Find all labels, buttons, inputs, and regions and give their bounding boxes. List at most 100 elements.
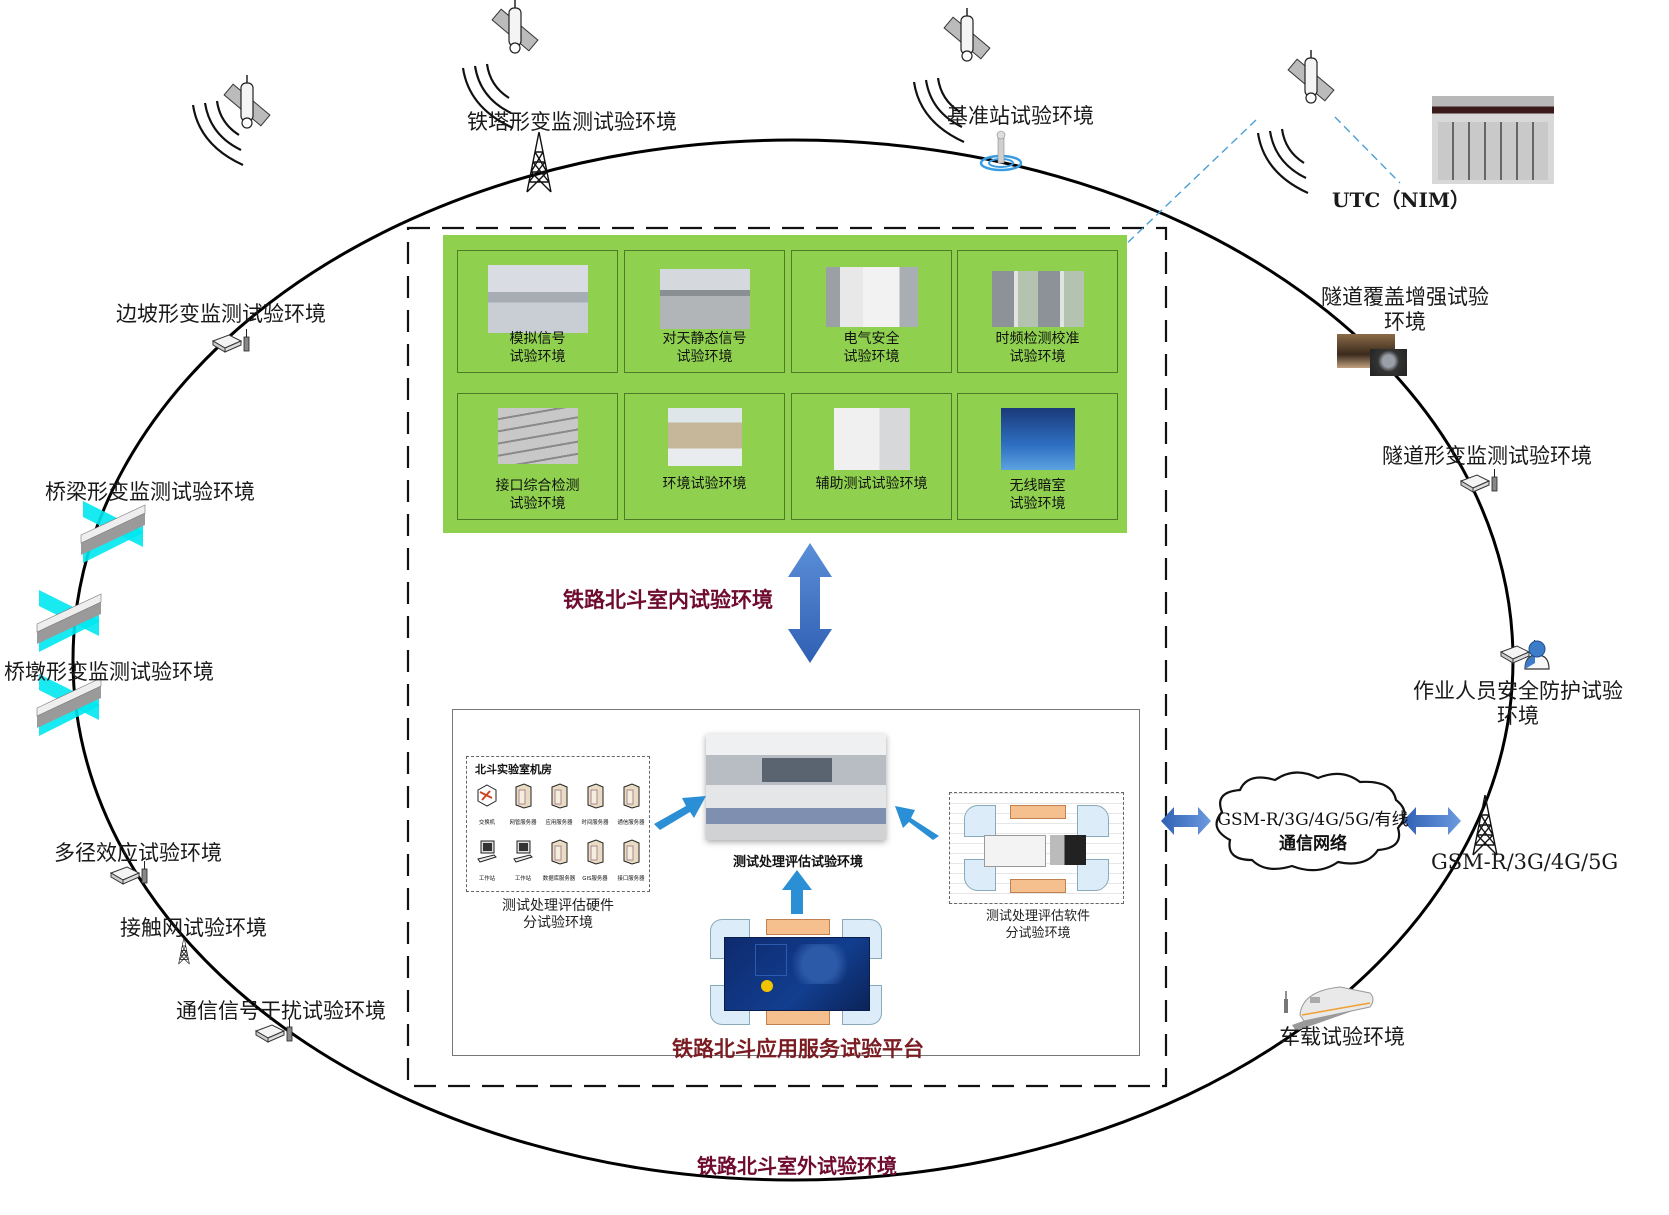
server-icon [515,783,532,809]
server-device: 时间服务器 [577,783,613,826]
gsm-tower-label: GSM-R/3G/4G/5G [1431,850,1619,874]
time-link-line [1119,119,1257,251]
outdoor-env-label: 桥梁形变监测试验环境 [45,480,255,504]
lab-photo [659,269,750,329]
lab-photo [667,408,742,466]
desk-icon [1077,805,1109,837]
workstation-icon [477,840,497,863]
server-icon [551,839,568,865]
lab-photo [487,265,588,333]
lab-photo [991,271,1084,327]
switch-icon [477,784,497,807]
indoor-dashed-box [406,226,1168,1088]
lab-caption: 环境试验环境 [662,476,747,492]
server-device: GIS服务器 [577,839,613,882]
hardware-env-caption: 测试处理评估硬件 分试验环境 [502,898,614,931]
lab-caption: 无线暗室试验环境 [1009,478,1066,512]
server-icon [587,783,604,809]
lab-caption: 电气安全试验环境 [843,331,900,365]
workstation-icon [513,840,533,863]
satellite-icon [1287,49,1335,104]
outdoor-env-label: 接触网试验环境 [120,916,267,940]
desk-icon [1010,879,1066,893]
worker-icon [1524,640,1550,670]
server-device: 网管服务器 [505,783,541,826]
tunnel-photo [1370,349,1407,376]
signal-waves-icon [191,99,245,167]
indoor-labs-panel: 模拟信号试验环境 对天静态信号试验环境 电气安全试验环境 时频检测校准试验环境 … [443,235,1127,533]
bridge-icon [80,500,146,564]
dashboard-screen [724,937,870,1011]
indoor-lab-cell[interactable]: 环境试验环境 [624,393,785,520]
signal-waves-icon [1256,127,1310,195]
outdoor-env-label: 作业人员安全防护试验 环境 [1413,679,1623,729]
server-device: 通信服务器 [613,783,649,826]
utc-label: UTC（NIM） [1332,188,1471,212]
software-env-caption: 测试处理评估软件 分试验环境 [985,909,1091,941]
software-env-box [949,792,1124,904]
arrow-right-up-icon [654,796,706,830]
indoor-lab-cell[interactable]: 辅助测试试验环境 [791,393,952,520]
label-line: 作业人员安全防护试验 [1413,679,1623,703]
lab-caption: 对天静态信号试验环境 [662,331,747,365]
indoor-lab-cell[interactable]: 对天静态信号试验环境 [624,250,785,373]
server-device: 接口服务器 [613,839,649,882]
server-device: 数据库服务器 [541,839,577,882]
lab-photo [833,408,910,470]
server-icon [623,783,640,809]
desk-icon [964,805,996,837]
lab-photo [825,267,918,327]
indoor-lab-cell[interactable]: 模拟信号试验环境 [457,250,618,373]
control-room-photo [706,734,886,840]
outdoor-env-label: 车载试验环境 [1279,1025,1405,1049]
indoor-lab-cell[interactable]: 时频检测校准试验环境 [957,250,1118,373]
desk-icon [1010,805,1066,819]
server-icon [623,839,640,865]
outdoor-environment-title: 铁路北斗室外试验环境 [697,1154,897,1178]
bidirectional-arrow-icon [788,543,832,663]
indoor-lab-cell[interactable]: 无线暗室试验环境 [957,393,1118,520]
workstation-device: 工作站 [469,839,505,882]
lab-photo [1000,408,1075,470]
label-line: 环境 [1384,310,1426,335]
lab-caption: 时频检测校准试验环境 [995,331,1080,365]
tower-icon [526,131,552,193]
desk-icon [766,919,830,935]
reference-station-icon [979,130,1023,172]
desk-icon [766,1009,830,1025]
outdoor-env-label: 多径效应试验环境 [54,841,222,865]
platform-dashboard-layout [708,917,884,1027]
satellite-icon [223,74,271,129]
lab-caption: 辅助测试试验环境 [815,476,928,492]
center-env-caption: 测试处理评估试验环境 [732,855,864,870]
bidirectional-arrow-icon [1161,807,1211,835]
satellite-icon [943,7,991,62]
network-cloud-icon [1215,771,1406,872]
outdoor-env-label: 通信信号干扰试验环境 [176,999,386,1023]
lab-caption: 接口综合检测试验环境 [495,478,580,512]
train-icon [1284,986,1374,1031]
lab-photo [497,408,578,464]
platform-title: 铁路北斗应用服务试验平台 [672,1037,924,1061]
label-line: 隧道覆盖增强试验 [1321,285,1489,309]
outdoor-env-label: 铁塔形变监测试验环境 [467,110,677,134]
satellite-icon [491,0,539,54]
utc-lab-photo [1432,96,1554,184]
lab-caption: 模拟信号试验环境 [509,331,566,365]
equipment-photo [1050,835,1086,865]
arrow-up-icon [782,870,812,914]
outdoor-env-label: 桥墩形变监测试验环境 [4,660,214,684]
outdoor-env-label: 隧道覆盖增强试验 环境 [1321,285,1489,335]
software-screenshot [984,835,1046,867]
indoor-lab-cell[interactable]: 接口综合检测试验环境 [457,393,618,520]
bidirectional-arrow-icon [1403,807,1461,835]
monitor-terminal-icon [1460,468,1498,493]
outdoor-env-label: 基准站试验环境 [947,104,1094,128]
server-icon [587,839,604,865]
cloud-network-types: GSM-R/3G/4G/5G/有线 [1217,810,1409,830]
workstation-device: 工作站 [505,839,541,882]
indoor-lab-cell[interactable]: 电气安全试验环境 [791,250,952,373]
hardware-room-box: 北斗实验室机房 交换机 网管服务器 应用服务器 时间服务器 通信服务器 工作站 … [466,756,650,892]
hardware-room-title: 北斗实验室机房 [475,763,552,776]
outdoor-env-label: 隧道形变监测试验环境 [1382,444,1592,468]
